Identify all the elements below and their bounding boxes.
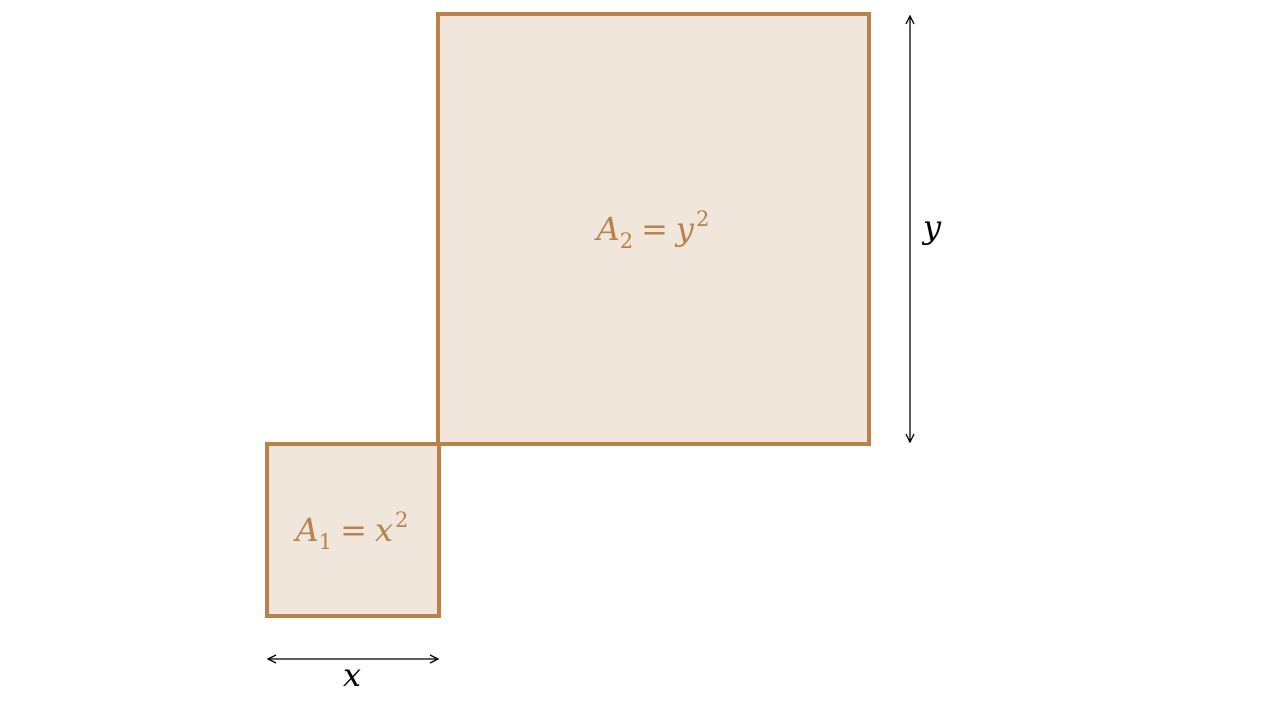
width-dimension-label: x [343,656,361,694]
small-square-label-sup: 2 [395,508,408,532]
large-square-label-base: y [674,210,695,248]
large-square-label-eq: = [641,210,668,248]
large-square-label-sup: 2 [696,207,709,231]
large-square [436,12,871,446]
small-square [265,442,441,618]
small-square-label-eq: = [340,511,367,549]
small-square-area-label: A1 =x2 [293,508,409,554]
height-dimension-label: y [921,208,942,246]
large-square-label-sub: 2 [620,229,633,253]
small-square-label-base: x [375,511,393,549]
small-square-label-sub: 1 [319,530,332,554]
large-square-label-var: A [594,210,620,248]
large-square-area-label: A2=y2 [594,207,710,253]
small-square-label-var: A [293,511,319,549]
